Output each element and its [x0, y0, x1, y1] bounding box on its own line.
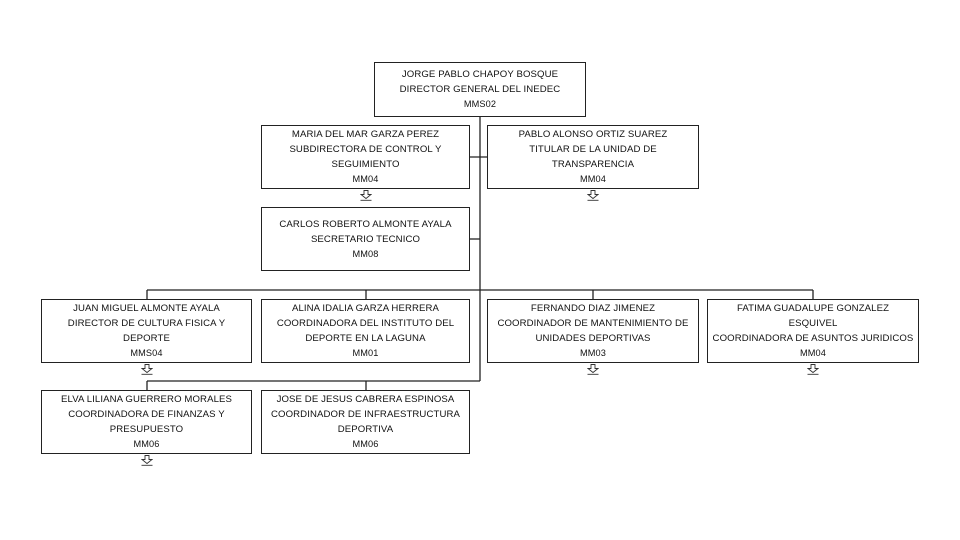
org-node-director-cultura-fisica[interactable]: JUAN MIGUEL ALMONTE AYALA DIRECTOR DE CU…	[41, 299, 252, 363]
node-title: COORDINADORA DE ASUNTOS JURIDICOS	[712, 333, 914, 344]
node-name: FATIMA GUADALUPE GONZALEZ	[736, 303, 890, 314]
node-name: JOSE DE JESUS CABRERA ESPINOSA	[276, 394, 455, 405]
org-node-coordinadora-asuntos-juridicos[interactable]: FATIMA GUADALUPE GONZALEZ ESQUIVEL COORD…	[707, 299, 919, 363]
node-title: SUBDIRECTORA DE CONTROL Y	[289, 144, 442, 155]
node-name: MARIA DEL MAR GARZA PEREZ	[291, 129, 440, 140]
node-code: MM04	[580, 174, 606, 184]
node-title: PRESUPUESTO	[109, 424, 184, 435]
node-code: MMS04	[130, 348, 163, 358]
node-name: JUAN MIGUEL ALMONTE AYALA	[73, 303, 220, 314]
expand-subordinates-icon[interactable]	[807, 364, 819, 375]
node-name: JORGE PABLO CHAPOY BOSQUE	[401, 69, 559, 80]
node-title: COORDINADORA DEL INSTITUTO DEL	[276, 318, 455, 329]
node-title: UNIDADES DEPORTIVAS	[535, 333, 651, 344]
node-name: ALINA IDALIA GARZA HERRERA	[291, 303, 440, 314]
org-node-titular-transparencia[interactable]: PABLO ALONSO ORTIZ SUAREZ TITULAR DE LA …	[487, 125, 699, 189]
node-title: DEPORTE EN LA LAGUNA	[305, 333, 426, 344]
org-node-coordinador-infraestructura[interactable]: JOSE DE JESUS CABRERA ESPINOSA COORDINAD…	[261, 390, 470, 454]
node-code: MM04	[800, 348, 826, 358]
org-node-secretario-tecnico[interactable]: CARLOS ROBERTO ALMONTE AYALA SECRETARIO …	[261, 207, 470, 271]
node-code: MM06	[352, 439, 379, 449]
node-title: COORDINADOR DE MANTENIMIENTO DE	[497, 318, 689, 329]
node-code: MM06	[133, 439, 160, 449]
node-code: MM04	[352, 174, 379, 184]
node-title: DIRECTOR GENERAL DEL INEDEC	[399, 84, 561, 95]
node-code: MM01	[352, 348, 379, 358]
expand-subordinates-icon[interactable]	[141, 364, 153, 375]
expand-subordinates-icon[interactable]	[587, 364, 599, 375]
org-node-subdirectora-control[interactable]: MARIA DEL MAR GARZA PEREZ SUBDIRECTORA D…	[261, 125, 470, 189]
node-title: TITULAR DE LA UNIDAD DE	[529, 144, 657, 155]
expand-subordinates-icon[interactable]	[360, 190, 372, 201]
expand-subordinates-icon[interactable]	[141, 455, 153, 466]
expand-subordinates-icon[interactable]	[587, 190, 599, 201]
node-code: MMS02	[463, 99, 497, 109]
node-title: TRANSPARENCIA	[551, 159, 635, 170]
org-node-coordinadora-instituto-laguna[interactable]: ALINA IDALIA GARZA HERRERA COORDINADORA …	[261, 299, 470, 363]
node-title: COORDINADORA DE FINANZAS Y	[68, 409, 225, 420]
org-node-coordinador-mantenimiento[interactable]: FERNANDO DIAZ JIMENEZ COORDINADOR DE MAN…	[487, 299, 699, 363]
node-title: DEPORTIVA	[337, 424, 394, 435]
node-name: ELVA LILIANA GUERRERO MORALES	[60, 394, 233, 405]
node-name: FERNANDO DIAZ JIMENEZ	[530, 303, 656, 314]
node-title: DIRECTOR DE CULTURA FISICA Y DEPORTE	[67, 318, 226, 344]
node-title: SECRETARIO TECNICO	[310, 233, 421, 245]
node-code: MM03	[580, 348, 606, 358]
org-node-coordinadora-finanzas[interactable]: ELVA LILIANA GUERRERO MORALES COORDINADO…	[41, 390, 252, 454]
org-node-director-general[interactable]: JORGE PABLO CHAPOY BOSQUE DIRECTOR GENER…	[374, 62, 586, 117]
node-title: COORDINADOR DE INFRAESTRUCTURA	[270, 409, 461, 420]
node-name: PABLO ALONSO ORTIZ SUAREZ	[518, 129, 668, 140]
node-name: CARLOS ROBERTO ALMONTE AYALA	[279, 218, 452, 230]
node-title: SEGUIMIENTO	[331, 159, 400, 170]
node-name: ESQUIVEL	[788, 318, 838, 329]
node-code: MM08	[352, 248, 379, 259]
